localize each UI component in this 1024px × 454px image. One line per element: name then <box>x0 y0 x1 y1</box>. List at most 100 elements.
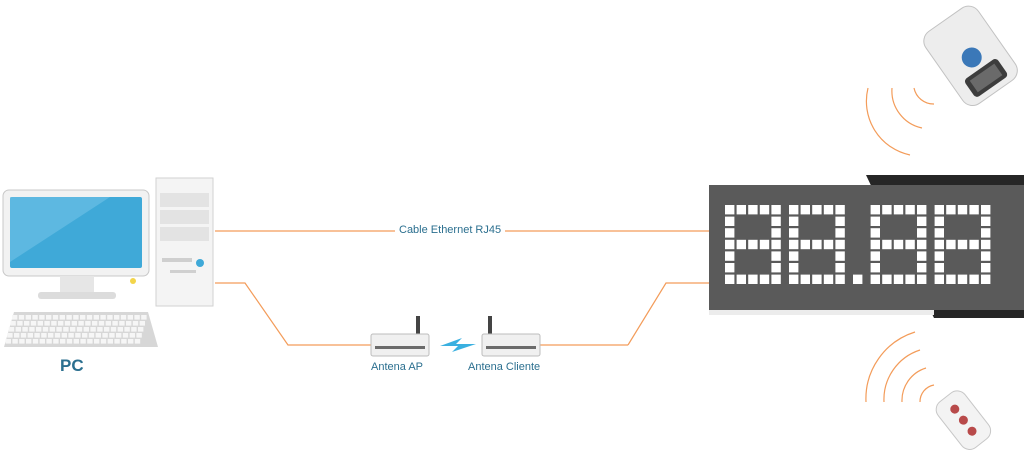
keyboard-key <box>82 333 88 338</box>
keyboard-key <box>30 321 37 326</box>
keyboard-key <box>60 339 66 344</box>
led-dot <box>981 205 991 215</box>
led-dot <box>981 239 991 250</box>
keyboard-key <box>105 321 111 326</box>
led-dot <box>957 274 968 284</box>
keyboard-key <box>56 327 62 332</box>
led-dot <box>748 205 758 215</box>
led-dot <box>771 239 781 250</box>
keyboard-key <box>70 327 76 332</box>
keyboard-key <box>83 327 89 332</box>
keyboard-key <box>58 321 64 326</box>
keyboard-key <box>59 315 65 320</box>
keyboard-key <box>134 315 140 320</box>
keyboard-key <box>46 315 52 320</box>
led-dot <box>812 205 822 215</box>
led-dot <box>835 228 845 238</box>
keyboard-key <box>97 327 103 332</box>
led-dot <box>981 216 991 226</box>
keyboard-key <box>100 315 106 320</box>
led-dot <box>946 274 956 284</box>
led-dot <box>957 239 968 250</box>
led-dot <box>981 228 991 238</box>
keyboard-key <box>22 327 28 332</box>
ethernet-cable-label: Cable Ethernet RJ45 <box>395 224 506 236</box>
led-dot <box>946 239 956 250</box>
keyboard-key <box>114 315 120 320</box>
led-dot <box>771 205 781 215</box>
led-dot <box>835 205 845 215</box>
keyboard-key <box>139 321 145 326</box>
keyboard-key <box>44 321 50 326</box>
keyboard-key <box>12 339 18 344</box>
client-to-display-line-b <box>627 282 709 346</box>
led-dot <box>789 251 799 261</box>
keyboard-key <box>131 327 137 332</box>
keyboard-key <box>32 339 39 344</box>
keyboard-icon <box>4 312 158 347</box>
access-point-icon <box>370 316 430 357</box>
led-dot <box>934 205 944 215</box>
led-dot <box>771 216 781 226</box>
access-point-client-icon <box>481 316 541 357</box>
led-dot <box>789 263 799 273</box>
keyboard-key <box>8 327 15 332</box>
led-dot <box>736 205 746 215</box>
keyboard-key <box>68 333 74 338</box>
keyboard-key <box>34 333 40 338</box>
keyboard-key <box>14 333 20 338</box>
keyboard-key <box>52 315 59 320</box>
led-dot <box>800 274 810 284</box>
keyboard-key <box>12 315 18 320</box>
led-dot <box>835 274 845 284</box>
led-dot <box>725 239 735 250</box>
led-dot <box>882 205 892 215</box>
led-dot <box>725 274 735 284</box>
led-dot <box>759 205 770 215</box>
led-dot <box>934 216 944 226</box>
led-dot <box>759 239 770 250</box>
antenna-ap-label: Antena AP <box>371 361 423 373</box>
keyboard-key <box>39 315 45 320</box>
keyboard-key <box>20 333 27 338</box>
keyboard-key <box>73 339 79 344</box>
led-dot <box>917 205 927 215</box>
led-dot <box>934 263 944 273</box>
led-dot <box>835 263 845 273</box>
led-dot <box>969 205 979 215</box>
led-dot <box>748 239 758 250</box>
led-dot <box>934 251 944 261</box>
keyboard-key <box>37 321 43 326</box>
keyboard-key <box>129 333 135 338</box>
keyboard-key <box>61 333 67 338</box>
led-dot <box>789 228 799 238</box>
led-dot <box>969 274 979 284</box>
display-digit <box>725 205 781 284</box>
keyboard-key <box>24 321 30 326</box>
led-dot <box>870 251 880 261</box>
led-dot <box>893 274 904 284</box>
led-dot <box>725 251 735 261</box>
led-dot <box>725 263 735 273</box>
keyboard-key <box>102 333 108 338</box>
connection-lines <box>215 230 709 346</box>
led-dot <box>934 239 944 250</box>
keyboard-key <box>110 327 117 332</box>
pc-to-ap-line <box>215 282 372 346</box>
keyboard-key <box>107 315 113 320</box>
led-dot <box>789 205 799 215</box>
led-dot <box>725 216 735 226</box>
keyboard-key <box>85 321 91 326</box>
keyboard-key <box>32 315 38 320</box>
remote-keyfob-icon <box>935 390 992 450</box>
led-dot <box>917 228 927 238</box>
keyboard-key <box>51 321 57 326</box>
led-dot <box>870 205 880 215</box>
keyboard-key <box>100 339 107 344</box>
keyboard-key <box>64 321 71 326</box>
keyboard-key <box>66 315 72 320</box>
keyboard-key <box>78 321 84 326</box>
led-scoreboard-icon <box>709 175 1024 318</box>
led-dot <box>870 239 880 250</box>
